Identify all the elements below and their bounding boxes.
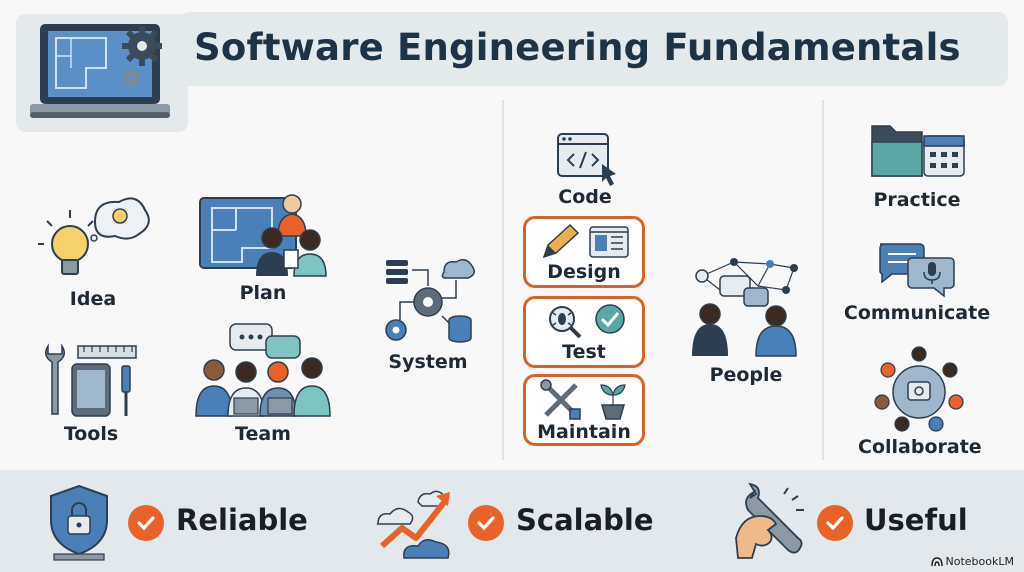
check-icon [817, 505, 853, 541]
team-icon [195, 323, 331, 417]
label-reliable: Reliable [176, 503, 308, 537]
label-design: Design [547, 261, 621, 283]
notebooklm-logo-icon [930, 556, 943, 566]
step-box-design: Design [523, 216, 645, 288]
system-icon [385, 259, 475, 343]
step-box-maintain: Maintain [523, 374, 645, 446]
lightbulb-icon [38, 197, 150, 275]
chat-bubbles-icon [879, 243, 955, 298]
label-idea: Idea [69, 288, 117, 310]
label-team: Team [235, 423, 291, 445]
page-title: Software Engineering Fundamentals [194, 26, 961, 69]
label-maintain: Maintain [537, 421, 631, 443]
divider-right [822, 100, 824, 460]
wrench-hand-icon [735, 482, 804, 559]
design-icon [542, 223, 629, 259]
label-people: People [709, 364, 783, 386]
logo-box [16, 14, 188, 132]
footer-bar [0, 470, 1024, 572]
label-collaborate: Collaborate [858, 436, 982, 458]
label-communicate: Communicate [843, 302, 991, 324]
tools-icon [45, 343, 137, 417]
test-icon [549, 304, 625, 339]
check-icon [468, 505, 504, 541]
label-code: Code [558, 186, 612, 208]
divider-left [502, 100, 504, 460]
brand-watermark: NotebookLM [930, 555, 1014, 568]
round-table-icon [874, 346, 964, 432]
shield-lock-icon [50, 484, 108, 561]
check-icon [128, 505, 164, 541]
code-window-icon [557, 133, 616, 186]
label-practice: Practice [873, 189, 961, 211]
blueprint-icon [199, 194, 327, 277]
maintain-icon [540, 379, 626, 420]
label-tools: Tools [63, 423, 119, 445]
brand-name: NotebookLM [945, 555, 1014, 568]
people-network-icon [692, 258, 798, 357]
title-bar [180, 12, 1008, 86]
label-scalable: Scalable [516, 503, 654, 537]
growth-chart-icon [376, 490, 450, 559]
label-system: System [388, 351, 468, 373]
laptop-blueprint-icon [30, 24, 170, 118]
step-box-test: Test [523, 296, 645, 368]
label-useful: Useful [864, 503, 968, 537]
folder-calendar-icon [871, 125, 965, 177]
label-plan: Plan [239, 282, 287, 304]
label-test: Test [562, 341, 606, 363]
